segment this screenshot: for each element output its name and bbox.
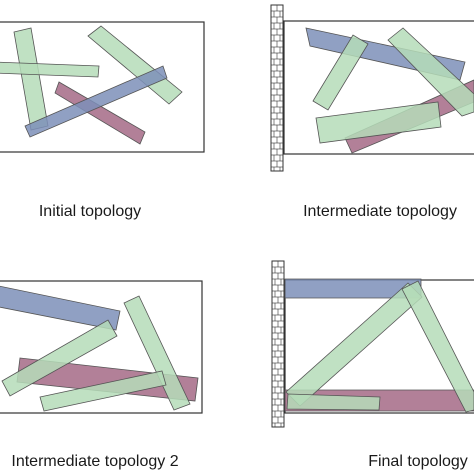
caption-intermediate-2: Intermediate topology 2 bbox=[11, 453, 178, 470]
panel-final: Final topology bbox=[271, 260, 474, 470]
member-green bbox=[0, 61, 100, 78]
member-green bbox=[312, 34, 369, 111]
member-green bbox=[387, 27, 474, 117]
panel-initial-frame bbox=[0, 21, 205, 153]
panel-initial: Initial topology bbox=[0, 21, 205, 220]
member-green bbox=[39, 370, 167, 412]
caption-initial: Initial topology bbox=[39, 203, 141, 220]
member-blue bbox=[0, 285, 121, 331]
member-blue bbox=[24, 65, 168, 138]
member-green bbox=[286, 393, 381, 411]
member-green bbox=[13, 27, 49, 131]
member-green bbox=[401, 280, 474, 413]
panel-intermediate-frame bbox=[283, 20, 474, 155]
panel-intermediate-2: Intermediate topology 2 bbox=[0, 280, 203, 470]
member-green bbox=[285, 282, 423, 407]
member-red bbox=[54, 81, 146, 145]
panel-intermediate2-frame bbox=[0, 280, 203, 414]
wall-brick-lines bbox=[271, 5, 283, 171]
member-green bbox=[1, 319, 118, 397]
panel-intermediate: Intermediate topology bbox=[270, 4, 474, 220]
member-green bbox=[315, 101, 442, 144]
caption-intermediate: Intermediate topology bbox=[303, 203, 457, 220]
caption-final: Final topology bbox=[368, 453, 468, 470]
wall-brick-lines bbox=[272, 261, 284, 427]
